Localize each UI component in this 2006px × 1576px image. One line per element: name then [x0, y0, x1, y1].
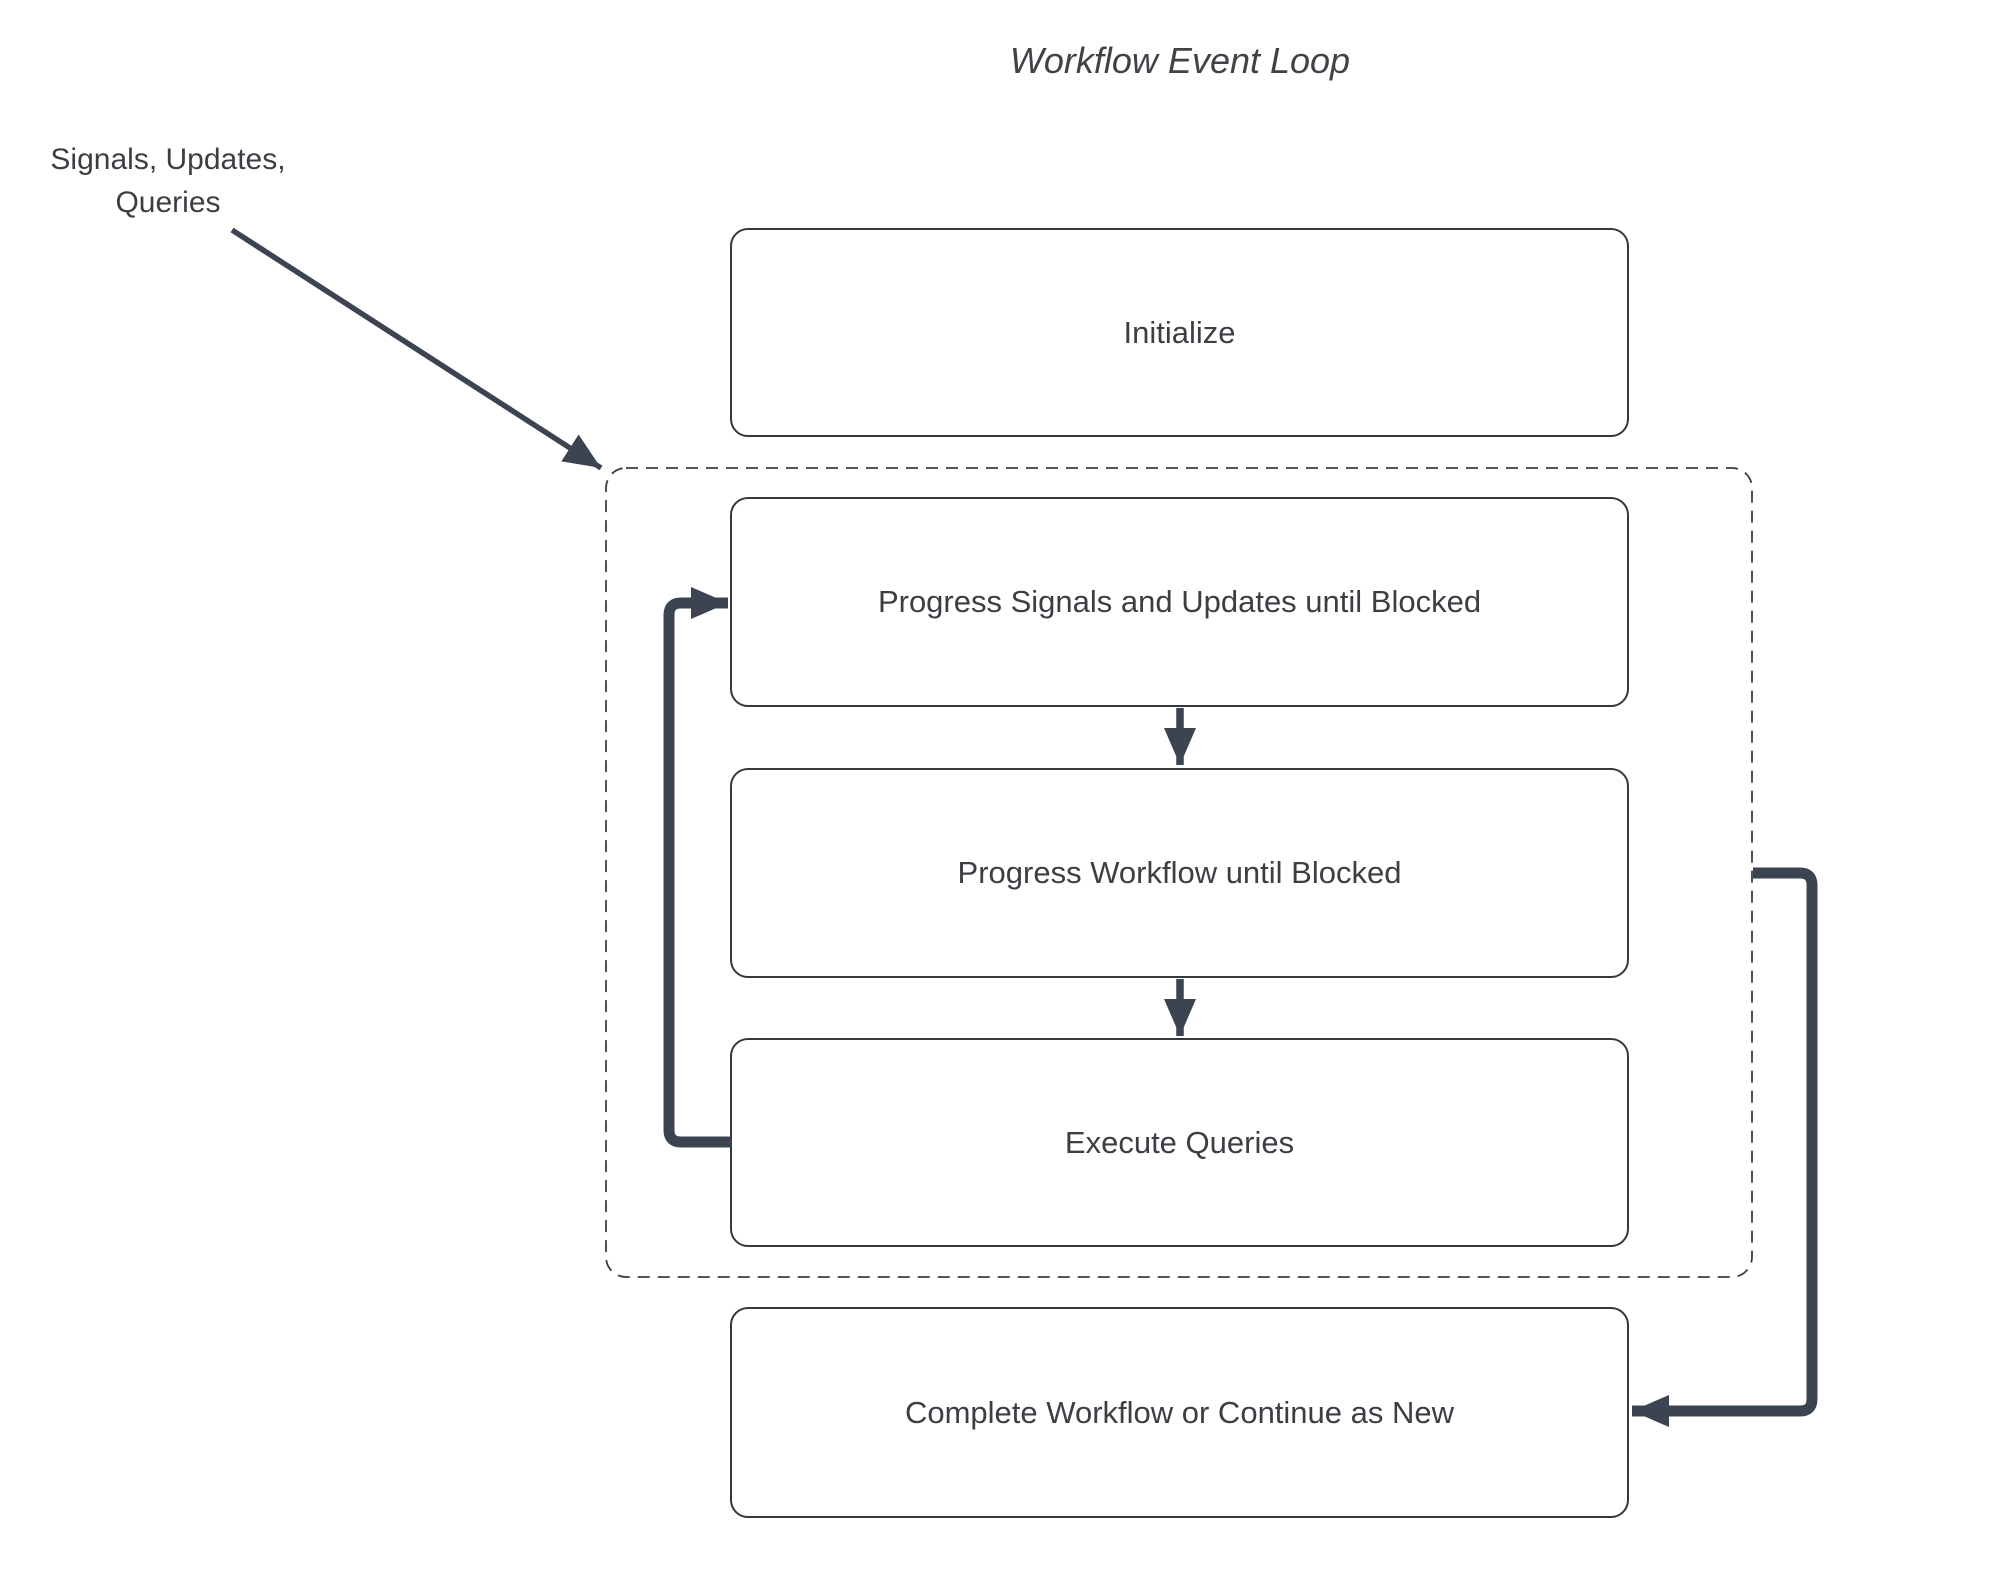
signals-updates-queries-label: Signals, Updates, Queries	[50, 143, 286, 219]
node-execute-queries-label: Execute Queries	[1064, 1124, 1295, 1160]
node-progress-signals-and-updates: Progress Signals and Updates until Block…	[730, 497, 1629, 707]
signals-input-arrow	[230, 227, 603, 471]
execute-queries-loop-back-arrow	[663, 587, 731, 1148]
node-initialize-label: Initialize	[1123, 314, 1236, 350]
node-execute-queries: Execute Queries	[730, 1038, 1629, 1247]
node-complete-workflow: Complete Workflow or Continue as New	[730, 1307, 1629, 1518]
node-complete-workflow-label: Complete Workflow or Continue as New	[904, 1394, 1455, 1430]
event-loop-to-complete-arrow	[1632, 867, 1818, 1427]
node-initialize: Initialize	[730, 228, 1629, 437]
diagram-title: Workflow Event Loop	[1009, 40, 1351, 81]
node-progress-signals-label: Progress Signals and Updates until Block…	[877, 584, 1482, 619]
node-progress-workflow: Progress Workflow until Blocked	[730, 768, 1629, 978]
node-progress-workflow-label: Progress Workflow until Blocked	[957, 855, 1402, 890]
